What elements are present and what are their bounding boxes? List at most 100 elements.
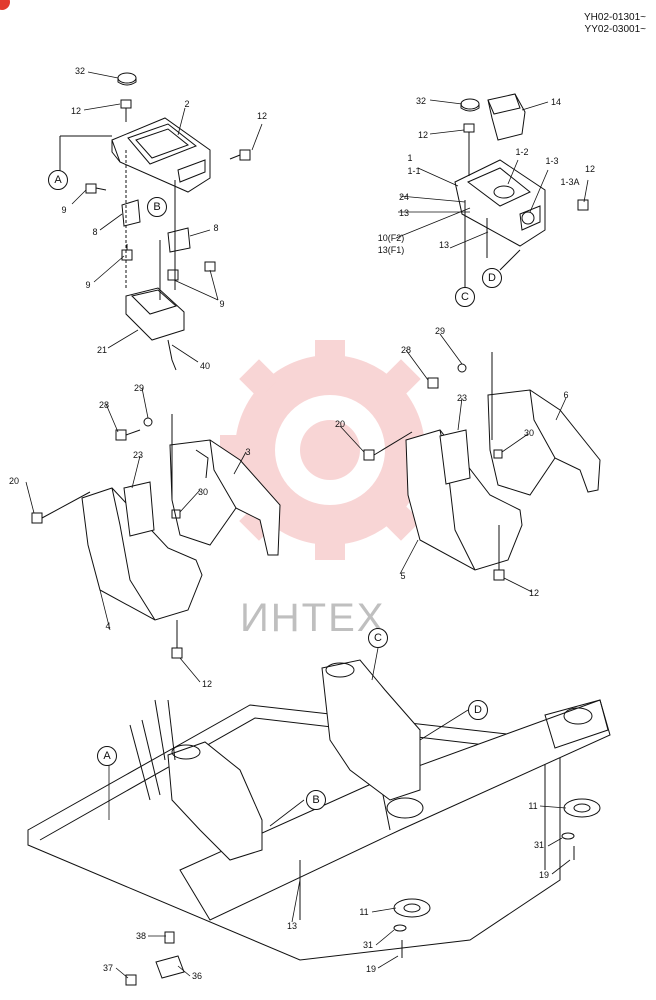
part-label: 31 [533,840,545,850]
part-label: 24 [398,192,410,202]
part-label: 13 [438,240,450,250]
corner-mark [0,0,10,10]
callout-d-frame: D [468,700,488,720]
part-label: 4 [105,621,111,631]
part-label: 11 [528,801,538,811]
bolt-20-left [31,491,91,524]
watermark-text: ИНТЕХ [240,596,386,640]
part-label: 21 [96,345,108,355]
part-label: 19 [538,870,550,880]
part-label: 37 [102,963,114,973]
part-label: 12 [201,679,213,689]
callout-a-frame: A [97,746,117,766]
callout-c-frame: C [368,628,388,648]
bolt-12-right-side [577,199,589,211]
callout-d-top: D [482,268,502,288]
part-label: 12 [417,130,429,140]
bolt-9-lower-left [121,244,133,261]
cup-holder-14 [487,93,526,141]
leader-lines [25,71,589,979]
part-label: 2 [184,99,190,109]
plate-23-left [123,481,155,537]
part-label: 40 [199,361,211,371]
serial-range-1: YH02-01301~ [584,12,646,23]
part-label: 32 [415,96,427,106]
part-label: 9 [61,205,67,215]
bolt-12-right-mid [493,525,505,581]
part-label: 12 [70,106,82,116]
part-label: 8 [213,223,219,233]
part-label: 20 [8,476,20,486]
part-label: 9 [219,299,225,309]
floor-frame [27,699,611,961]
part-label: 23 [456,393,468,403]
part-label: 14 [550,97,562,107]
cap-32-left [117,72,137,86]
part-label: 6 [563,390,569,400]
part-label: 12 [528,588,540,598]
washer-29-right [457,363,467,373]
plate-23-right [439,429,471,485]
bracket-8-right [167,227,191,253]
part-label: 13 [398,208,410,218]
bolt-20-right [363,431,413,461]
cap-32-right [460,98,480,112]
part-label: 28 [98,400,110,410]
bracket-36 [155,955,185,979]
part-label: 19 [365,964,377,974]
part-label: 20 [334,419,346,429]
console-cover-right [454,159,546,247]
callout-c-top: C [455,287,475,307]
part-label: 13(F1) [377,245,405,255]
part-label: 38 [135,931,147,941]
bolt-28-right [427,377,439,389]
bolt-37 [125,974,137,986]
bracket-8-left [121,199,141,227]
part-label: 5 [400,571,406,581]
nut-30-left [171,509,181,519]
washer-31-right [561,832,575,840]
washer-31-left [393,924,407,932]
part-label: 12 [584,164,596,174]
part-label: 11 [359,907,369,917]
callout-b-frame: B [306,790,326,810]
bolt-12-left-mid [171,620,183,659]
part-label: 12 [256,111,268,121]
callout-b-top: B [147,197,167,217]
bolt-28-left [115,429,141,441]
switch-box-21 [125,287,185,371]
part-label: 3 [245,447,251,457]
side-panel-3 [169,439,281,556]
bolt-9-left [85,183,107,194]
part-label: 32 [74,66,86,76]
bolt-12-left-top [120,99,132,122]
mount-11-right [563,798,601,818]
watermark-gear-icon [220,340,440,560]
part-label: 10(F2) [377,233,405,243]
part-label: 8 [92,227,98,237]
part-label: 28 [400,345,412,355]
part-label: 1-1 [407,166,421,176]
part-label: 13 [286,921,298,931]
part-label: 30 [523,428,535,438]
mount-11-left [393,898,431,918]
part-label: 31 [362,940,374,950]
washer-29-left [143,417,153,427]
bolt-38 [164,931,175,944]
part-label: 30 [197,487,209,497]
part-label: 1-3A [560,177,580,187]
part-label: 36 [191,971,203,981]
bolt-12-right-cover [229,149,251,161]
part-label: 1-2 [515,147,529,157]
nut-30-right [493,449,503,459]
part-label: 1 [407,153,413,163]
side-panel-6 [487,389,601,496]
bolt-12-right-top [463,123,475,176]
part-label: 29 [133,383,145,393]
serial-range-2: YY02-03001~ [584,24,646,35]
right-pedestal [321,659,421,801]
part-label: 1-3 [545,156,559,166]
part-label: 29 [434,326,446,336]
